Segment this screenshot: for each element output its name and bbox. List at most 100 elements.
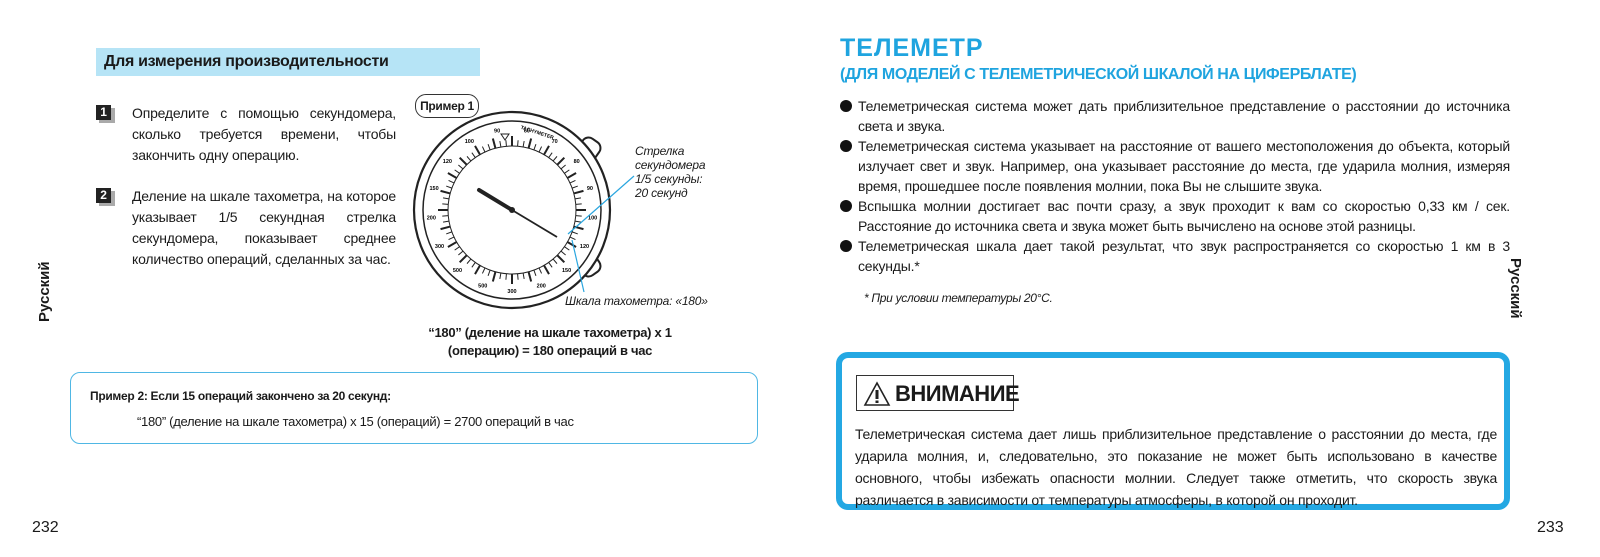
tick-mark [556, 156, 566, 166]
tick-mark [458, 254, 468, 264]
callout-hand-line: 1/5 секунды: [635, 172, 703, 186]
tick-mark [560, 250, 566, 256]
page-number-right: 233 [1537, 519, 1564, 536]
scale-label: 60 [524, 128, 530, 134]
side-language-label-right: Русский [1507, 258, 1524, 319]
example-2-title: Пример 2: Если 15 операций закончено за … [90, 389, 391, 403]
section-heading-text: Для измерения производительности [104, 53, 389, 70]
tick-mark [447, 172, 458, 179]
section-heading: Для измерения производительности [96, 48, 480, 76]
tick-mark [538, 146, 543, 153]
tick-mark [454, 246, 460, 251]
tick-mark [474, 264, 481, 275]
scale-label: 200 [427, 215, 436, 221]
scale-label: 200 [537, 284, 546, 290]
warning-label: ВНИМАНИЕ [856, 375, 1020, 411]
tick-mark [458, 156, 468, 166]
tick-mark [564, 169, 570, 174]
tick-mark [474, 145, 481, 156]
tick-mark [446, 185, 453, 189]
scale-label: 120 [443, 159, 452, 165]
tick-mark [575, 215, 582, 217]
scale-label: 120 [580, 244, 589, 250]
tick-mark [458, 250, 464, 256]
tick-mark [560, 164, 566, 170]
bullet-list: Телеметрическая система может дать прибл… [840, 96, 1510, 276]
tick-mark [448, 236, 455, 241]
tick-mark [505, 140, 507, 147]
scale-label: 100 [588, 215, 597, 221]
step-text: Деление на шкале тахометра, на которое у… [132, 188, 396, 267]
tick-mark [447, 241, 458, 248]
callout-scale: Шкала тахометра: «180» [565, 294, 708, 308]
tick-mark [454, 169, 460, 174]
tick-mark [527, 271, 533, 282]
callout-hand-line: секундомера [635, 158, 706, 172]
tick-mark [552, 258, 558, 264]
tick-mark [458, 164, 464, 170]
tick-mark [491, 271, 497, 282]
watch-hands-icon [477, 188, 558, 238]
callout-hand: Стрелка секундомера 1/5 секунды: 20 секу… [635, 144, 706, 200]
scale-label: 90 [494, 128, 500, 134]
side-language-label: Русский [36, 261, 53, 322]
tick-mark [505, 273, 507, 280]
example-1-badge: Пример 1 [415, 94, 479, 118]
footnote: * При условии температуры 20°С. [864, 291, 1053, 305]
tick-mark [499, 140, 502, 148]
tick-mark [466, 156, 472, 162]
page-title: ТЕЛЕМЕТР [840, 34, 984, 62]
step-2: 2 Деление на шкале тахометра, на которое… [96, 186, 396, 270]
tick-mark [566, 172, 577, 179]
example-2-line: “180” (деление на шкале тахометра) x 15 … [137, 414, 574, 429]
tick-mark [569, 179, 576, 184]
page-subtitle: (ДЛЯ МОДЕЛЕЙ С ТЕЛЕМЕТРИЧЕСКОЙ ШКАЛОЙ НА… [840, 66, 1357, 83]
tick-mark [487, 269, 491, 276]
warning-label-text: ВНИМАНИЕ [895, 381, 1020, 406]
tick-mark [566, 241, 577, 248]
tick-mark [574, 197, 582, 200]
tick-mark [538, 267, 543, 274]
tick-mark [527, 138, 533, 149]
tick-mark [442, 197, 450, 200]
tick-mark [552, 156, 558, 162]
list-item: Телеметрическая система может дать прибл… [840, 96, 1510, 136]
scale-label: 150 [562, 268, 571, 274]
tick-mark [533, 269, 537, 276]
tick-mark [569, 236, 576, 241]
step-number: 2 [96, 188, 115, 206]
tick-mark [548, 262, 553, 268]
tick-mark [499, 272, 502, 280]
list-item: Вспышка молнии достигает вас почти сразу… [840, 196, 1510, 236]
tick-mark [481, 267, 486, 274]
tick-mark [517, 273, 519, 280]
warning-text: Телеметрическая система дает лишь прибли… [855, 426, 1497, 508]
tick-mark [548, 152, 553, 158]
tick-mark [440, 189, 451, 195]
tick-mark [543, 145, 550, 156]
tick-mark [571, 231, 578, 235]
callout-hand-line: 20 секунд [635, 186, 688, 200]
formula: “180” (деление на шкале тахометра) x 1 (… [420, 324, 680, 360]
marker-triangle-icon [500, 133, 510, 141]
scale-label: 500 [478, 284, 487, 290]
scale-label: 300 [435, 244, 444, 250]
scale-label: 90 [587, 186, 593, 192]
example-2-box [70, 372, 758, 444]
tick-mark [533, 144, 537, 151]
tick-mark [442, 203, 449, 205]
tick-mark [522, 272, 525, 280]
tick-mark [573, 189, 584, 195]
list-item: Телеметрическая шкала дает такой результ… [840, 236, 1510, 276]
tick-mark [543, 264, 550, 275]
tick-mark [446, 231, 453, 235]
scale-label: 150 [429, 186, 438, 192]
tick-mark [448, 179, 455, 184]
step-number: 1 [96, 105, 115, 123]
warning-box [836, 352, 1510, 510]
tick-mark [564, 246, 570, 251]
scale-label: 500 [453, 268, 462, 274]
step-text: Определите с помощью секундомера, скольк… [132, 105, 396, 163]
scale-label: 300 [507, 289, 516, 295]
step-1: 1 Определите с помощью секундомера, скол… [96, 103, 396, 166]
